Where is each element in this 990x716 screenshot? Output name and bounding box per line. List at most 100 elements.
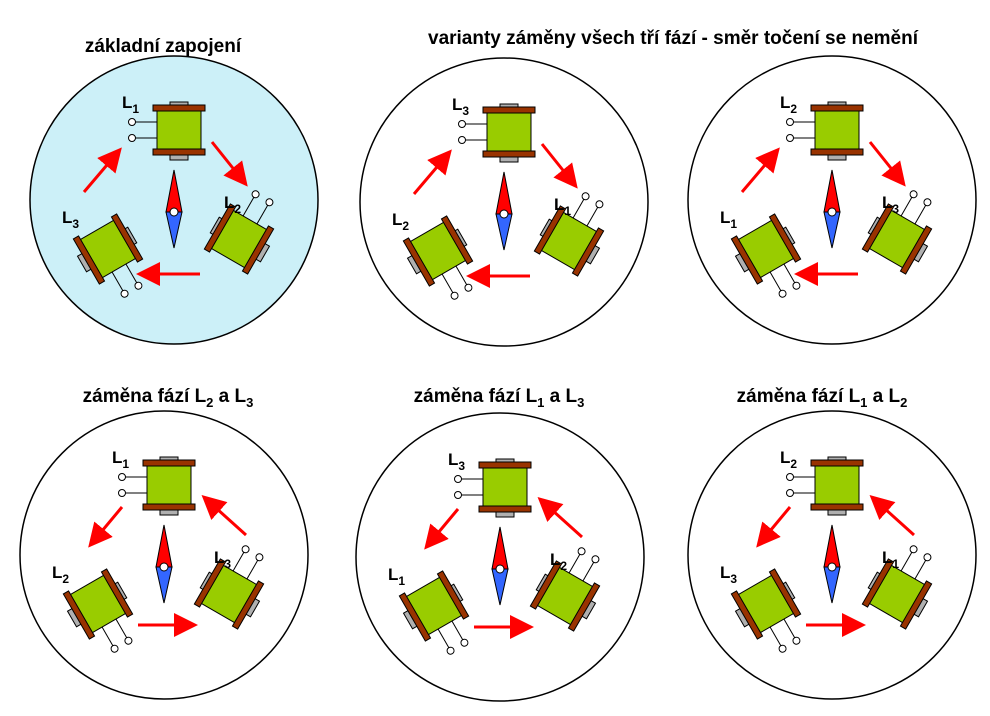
coil-plate bbox=[810, 503, 864, 511]
coil-top bbox=[786, 456, 864, 516]
terminal bbox=[454, 475, 462, 483]
terminal bbox=[577, 547, 586, 556]
needle-pivot bbox=[827, 562, 837, 572]
label-left: L3 bbox=[720, 563, 737, 586]
coil-top bbox=[458, 103, 536, 163]
terminal bbox=[265, 198, 274, 207]
terminal bbox=[454, 491, 462, 499]
label-right: L1 bbox=[554, 195, 571, 218]
terminal bbox=[591, 555, 600, 564]
coil-plate bbox=[152, 148, 206, 156]
terminal bbox=[241, 545, 250, 554]
terminal-lead bbox=[568, 553, 581, 574]
terminal bbox=[595, 200, 604, 209]
coil-plate bbox=[482, 106, 536, 114]
terminal bbox=[460, 638, 469, 647]
coil-plate bbox=[142, 459, 196, 467]
coil-plate bbox=[861, 203, 895, 253]
terminal-lead bbox=[441, 273, 454, 294]
coil-left bbox=[402, 215, 474, 300]
terminal-lead bbox=[914, 204, 927, 225]
terminal-lead bbox=[111, 271, 124, 292]
compass-needle bbox=[823, 169, 841, 249]
terminal bbox=[923, 198, 932, 207]
terminal bbox=[251, 190, 260, 199]
terminal-lead bbox=[455, 265, 468, 286]
needle-pivot bbox=[827, 207, 837, 217]
label-left: L2 bbox=[52, 563, 69, 586]
coil-plate bbox=[203, 203, 237, 253]
rotation-arrow bbox=[869, 494, 916, 537]
coil-plate bbox=[100, 568, 134, 618]
terminal-lead bbox=[914, 559, 927, 580]
title-basic: základní zapojení bbox=[85, 36, 242, 57]
title-swap-1-3: záměna fází L1 a L3 bbox=[414, 386, 585, 410]
title-variants: varianty záměny všech tří fází - směr to… bbox=[428, 28, 919, 49]
coil-plate bbox=[810, 148, 864, 156]
terminal-lead bbox=[582, 561, 595, 582]
needle-pivot bbox=[495, 564, 505, 574]
label-right: L1 bbox=[882, 548, 899, 571]
terminal bbox=[786, 473, 794, 481]
coil-plate bbox=[142, 503, 196, 511]
coil-plate bbox=[62, 590, 96, 640]
label-right: L3 bbox=[214, 548, 231, 571]
terminal-lead bbox=[586, 206, 599, 227]
label-right: L2 bbox=[550, 550, 567, 573]
coil-plate bbox=[899, 580, 933, 630]
coil-right bbox=[533, 192, 605, 277]
needle-pivot bbox=[159, 562, 169, 572]
coil-plate bbox=[810, 104, 864, 112]
rotation-arrow bbox=[868, 141, 906, 187]
compass-needle bbox=[823, 524, 841, 604]
rotation-arrow bbox=[424, 508, 460, 550]
terminal-lead bbox=[769, 626, 782, 647]
terminal-lead bbox=[437, 628, 450, 649]
terminal bbox=[778, 644, 787, 653]
terminal-lead bbox=[451, 620, 464, 641]
rotation-arrow bbox=[540, 143, 578, 189]
compass-needle bbox=[165, 169, 183, 249]
coil-body bbox=[486, 111, 532, 153]
terminal-lead bbox=[115, 618, 128, 639]
coil-right bbox=[529, 547, 601, 632]
terminal bbox=[110, 644, 119, 653]
terminal bbox=[458, 136, 466, 144]
coil-right bbox=[193, 545, 265, 630]
coil-body bbox=[146, 464, 192, 506]
coil-left bbox=[62, 568, 134, 653]
terminal bbox=[792, 636, 801, 645]
terminal bbox=[923, 553, 932, 562]
terminal bbox=[581, 192, 590, 201]
rotation-arrow bbox=[82, 147, 122, 193]
coil-plate bbox=[231, 580, 265, 630]
rotation-arrow bbox=[740, 147, 780, 193]
coil-body bbox=[814, 109, 860, 151]
label-left: L2 bbox=[392, 210, 409, 233]
coil-plate bbox=[440, 215, 474, 265]
terminal-lead bbox=[101, 626, 114, 647]
coil-plate bbox=[810, 459, 864, 467]
needle-pivot bbox=[499, 209, 509, 219]
coil-plate bbox=[152, 104, 206, 112]
coil-plate bbox=[768, 213, 802, 263]
coil-plate bbox=[436, 570, 470, 620]
coil-plate bbox=[398, 592, 432, 642]
terminal bbox=[786, 134, 794, 142]
terminal bbox=[778, 289, 787, 298]
terminal-lead bbox=[572, 198, 585, 219]
coil-plate bbox=[730, 590, 764, 640]
terminal-lead bbox=[900, 196, 913, 217]
label-top: L3 bbox=[452, 95, 469, 118]
needle-pivot bbox=[169, 207, 179, 217]
coil-top bbox=[786, 101, 864, 161]
terminal bbox=[128, 134, 136, 142]
coil-right bbox=[861, 545, 933, 630]
label-top: L2 bbox=[780, 93, 797, 116]
terminal-lead bbox=[246, 559, 259, 580]
coil-plate bbox=[482, 150, 536, 158]
